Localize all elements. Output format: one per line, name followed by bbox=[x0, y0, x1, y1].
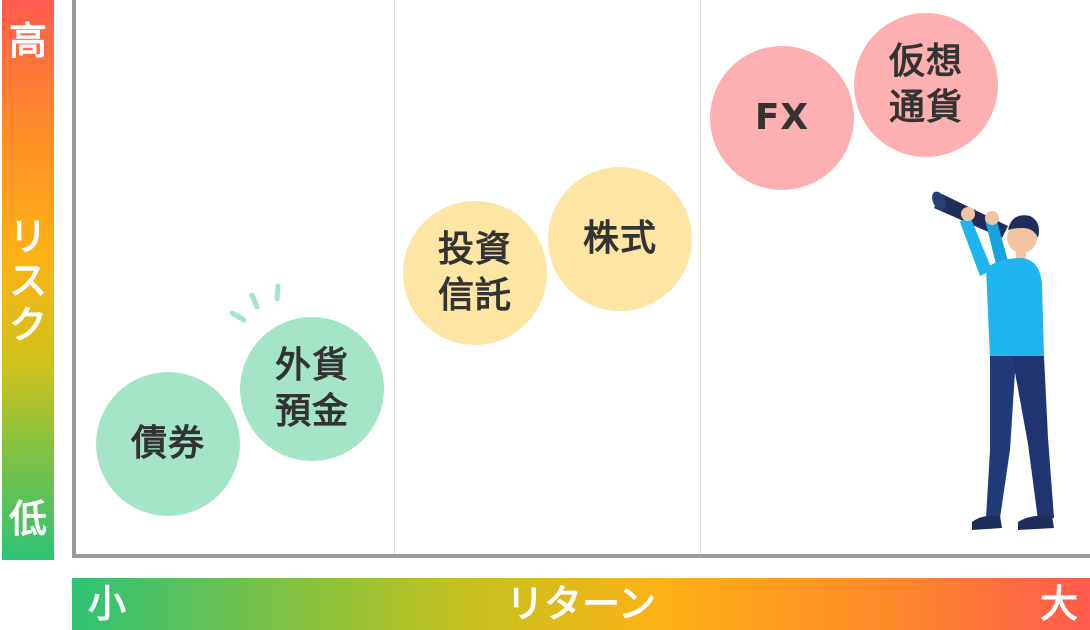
zone-divider bbox=[700, 0, 701, 554]
return-axis-title: リターン bbox=[505, 582, 657, 626]
bubble-crypto: 仮想 通貨 bbox=[854, 13, 998, 157]
bubble-text: 信託 bbox=[437, 275, 512, 316]
bubble-text: 投資 bbox=[437, 229, 512, 270]
bubble-text: 預金 bbox=[274, 391, 349, 432]
risk-axis-title-char: ス bbox=[8, 259, 47, 303]
bubble-foreign-deposit: 外貨 預金 bbox=[240, 317, 384, 461]
bubble-text: 債券 bbox=[130, 423, 205, 464]
bubble-text: 仮想 bbox=[888, 41, 963, 82]
plot-frame-bottom bbox=[72, 554, 1090, 558]
risk-axis-title: リ ス ク bbox=[2, 215, 54, 347]
risk-axis-title-char: ク bbox=[8, 303, 47, 347]
zone-divider bbox=[394, 0, 395, 554]
risk-low-label: 低 bbox=[8, 497, 47, 541]
bubble-text: 外貨 bbox=[274, 345, 349, 386]
sparkle-icon bbox=[229, 283, 281, 323]
return-axis-bar: 小 リターン 大 bbox=[72, 578, 1090, 630]
return-high-label: 大 bbox=[1039, 582, 1078, 626]
bubble-bonds: 債券 bbox=[96, 372, 240, 516]
return-low-label: 小 bbox=[88, 582, 127, 626]
bubble-investment-trust: 投資 信託 bbox=[403, 201, 547, 345]
bubble-fx: FX bbox=[710, 46, 854, 190]
risk-high-label: 高 bbox=[8, 19, 47, 63]
risk-axis-bar: 高 リ ス ク 低 bbox=[2, 0, 54, 560]
person-with-telescope-icon bbox=[932, 191, 1054, 530]
plot-frame-left bbox=[72, 0, 76, 558]
bubble-text: FX bbox=[754, 97, 810, 138]
bubble-text: 株式 bbox=[582, 218, 657, 259]
bubble-stocks: 株式 bbox=[548, 167, 692, 311]
bubble-text: 通貨 bbox=[888, 87, 963, 128]
risk-axis-title-char: リ bbox=[8, 215, 47, 259]
